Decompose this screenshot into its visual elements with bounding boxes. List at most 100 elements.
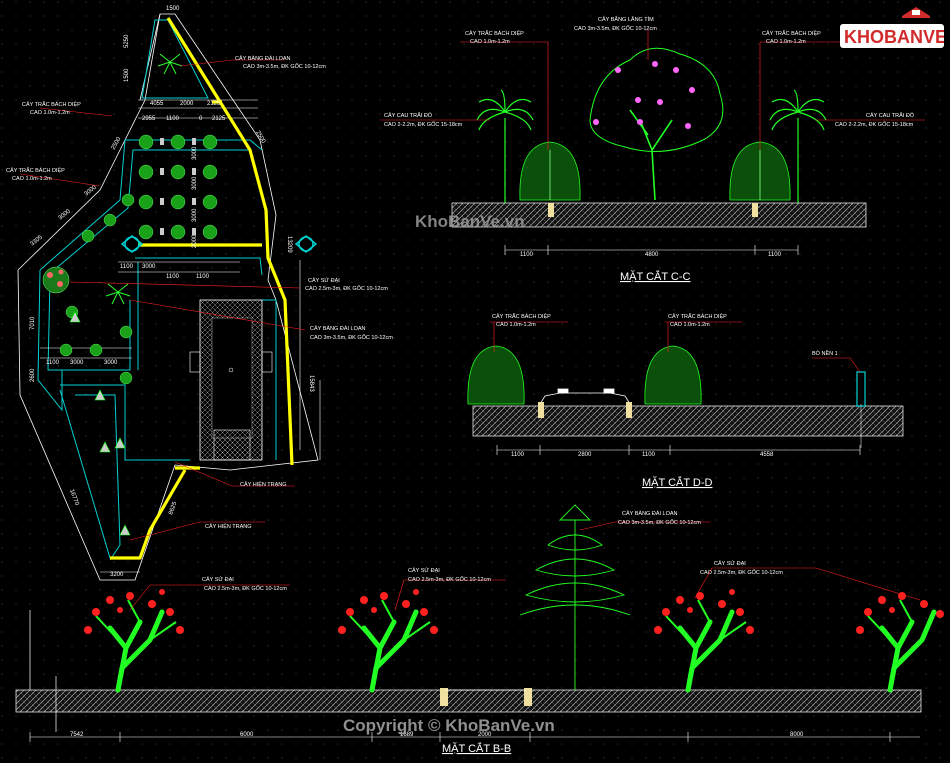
plan-dim: 1500 [166,6,180,12]
bb-ground [15,689,922,713]
plan-dim: 1100 [196,274,210,280]
dd-title: MẶT CẮT D-D [642,476,713,489]
bb-label-su-2a: CAO 2.5m-3m, ĐK GỐC 10-12cm [204,585,287,592]
existing-building [189,299,273,461]
cc-leaders [380,30,925,150]
plan-dim: 2600 [30,368,36,382]
site-plan: CÂY BÀNG ĐÀI LOAN CAO 3m-3.5m, ĐK GỐC 10… [6,6,393,581]
plan-dim: 7010 [30,316,36,330]
bb-dim-line [29,732,920,742]
cc-lang-tim-tree [589,47,724,201]
dd-ground [472,405,904,437]
bb-title: MẶT CẮT B-B [442,742,511,755]
bb-su-tree-2 [338,589,438,693]
plan-label-trac-1: CÂY TRẮC BÁCH DIỆP [22,100,81,108]
bb-dim: 2000 [478,732,492,738]
dd-leaders [490,321,861,373]
plan-label-bang-top-2: CAO 3m-3.5m, ĐK GỐC 10-12cm [243,63,326,70]
section-bb: 7542 6000 1689 2000 8000 CÂY SỨ ĐẠI CAO … [15,504,944,755]
cc-dim: 1100 [520,252,534,258]
dd-dim: 4558 [760,452,774,458]
plan-dim: 15843 [308,375,314,392]
dd-shrubs [467,345,702,405]
dd-label-bo: BÓ NỀN 1 [812,350,838,357]
cc-title: MẶT CẮT C-C [620,270,691,283]
plan-label-hien-1: CÂY HIỆN TRẠNG [240,480,287,488]
plan-bang-trees [105,53,183,305]
plan-label-hien-2: CÂY HIỆN TRẠNG [205,522,252,530]
plan-dim: 1100 [120,264,134,270]
plan-label-bang-top-1: CÂY BÀNG ĐÀI LOAN [235,55,291,62]
plan-walkway-yellow [110,17,294,560]
bb-dim: 7542 [70,732,84,738]
plan-dim: 1100 [166,116,180,122]
dd-label-right-1: CÂY TRẮC BÁCH DIỆP [668,312,727,320]
bb-dim: 8000 [790,732,804,738]
bb-label-su-2b: CAO 2.5m-3m, ĐK GỐC 10-12cm [408,576,491,583]
bb-label-bang-1: CÂY BÀNG ĐÀI LOAN [622,510,678,517]
plan-label-trac-b-1: CÂY TRẮC BÁCH DIỆP [6,166,65,174]
cc-label-center-2: CAO 3m-3.5m, ĐK GỐC 10-12cm [574,25,657,32]
cc-label-palm-right-1: CÂY CAU TRẮI ĐỎ [866,111,915,119]
plan-dim: 8625 [168,500,178,515]
dd-dim-line [496,445,861,455]
plan-dim-lines [40,99,321,573]
watermark-brand: KhoBanVe.vn [415,212,525,231]
plan-dim: 1100 [166,274,180,280]
plan-dim: 3000 [70,360,84,366]
plan-dim: 2125 [207,101,221,107]
dd-label-right-2: CAO 1.0m-1.2m [670,322,710,328]
bb-su-tree-4 [856,592,944,693]
plan-dim: 13209 [286,236,292,253]
svg-text:CÂY SỨ ĐẠI: CÂY SỨ ĐẠI [308,277,340,284]
plan-dim: 0 [199,116,203,122]
bb-label-su-1b: CÂY SỨ ĐẠI [408,567,440,574]
dd-bo-nen [856,371,866,448]
plan-gazebos [120,235,318,253]
cc-palm-left [476,89,534,203]
cc-label-right-2: CAO 1.0m-1.2m [766,39,806,45]
svg-text:CÂY BÀNG ĐÀI LOAN: CÂY BÀNG ĐÀI LOAN [235,55,291,62]
logo-graphic: KHOBANVE [840,7,947,48]
dd-road [539,388,631,405]
svg-text:CÂY TRẮC BÁCH DIỆP: CÂY TRẮC BÁCH DIỆP [22,100,81,108]
cc-ground [451,202,867,228]
plan-tree-dots [59,134,218,385]
cc-dim: 1100 [768,252,782,258]
cc-palm-right [769,89,827,203]
plan-dim: 3000 [192,208,198,222]
bb-label-su-2c: CAO 2.5m-3m, ĐK GỐC 10-12cm [700,569,783,576]
plan-label-su-1: CÂY SỨ ĐẠI [308,277,340,284]
plan-inner-walls [37,19,277,561]
plan-label-bang-mid-2: CAO 3m-3.5m, ĐK GỐC 10-12cm [310,334,393,341]
plan-dim: 16770 [68,489,80,507]
cc-dim: 4800 [645,252,659,258]
section-dd: 1100 2800 1100 4558 CÂY TRẮC BÁCH DIỆP C… [467,312,904,489]
cc-shrubs [519,141,791,201]
plan-dim: 3000 [104,360,118,366]
plan-dim: 3000 [142,264,156,270]
plan-dim: 2955 [142,116,156,122]
plan-dim: 3000 [192,176,198,190]
bb-dim: 1689 [400,732,414,738]
svg-text:CÂY TRẮC BÁCH DIỆP: CÂY TRẮC BÁCH DIỆP [6,166,65,174]
svg-text:CÂY BÀNG ĐÀI LOAN: CÂY BÀNG ĐÀI LOAN [310,325,366,332]
plan-dim: 3000 [192,146,198,160]
bb-label-bang-2: CAO 3m-3.5m, ĐK GỐC 10-12cm [618,519,701,526]
bb-label-su-1c: CÂY SỨ ĐẠI [714,560,746,567]
plan-dim: 2000 [180,101,194,107]
plan-su-tree [42,266,70,294]
plan-dim: 2125 [212,116,226,122]
dd-dim: 2800 [578,452,592,458]
logo-text: KHOBANVE [844,27,944,47]
watermark-copyright: Copyright © KhoBanVe.vn [343,716,555,735]
plan-label-su-2: CAO 2.5m-3m, ĐK GỐC 10-12cm [305,285,388,292]
plan-dim: 4055 [150,101,164,107]
dd-label-left-2: CAO 1.0m-1.2m [496,322,536,328]
dd-dim: 1100 [511,452,525,458]
plan-existing-trees [69,311,131,536]
cc-label-left-1: CÂY TRẮC BÁCH DIỆP [465,29,524,37]
plan-label-trac-b-2: CAO 1.0m-1.2m [12,176,52,182]
svg-text:CÂY HIỆN TRẠNG: CÂY HIỆN TRẠNG [205,522,252,530]
